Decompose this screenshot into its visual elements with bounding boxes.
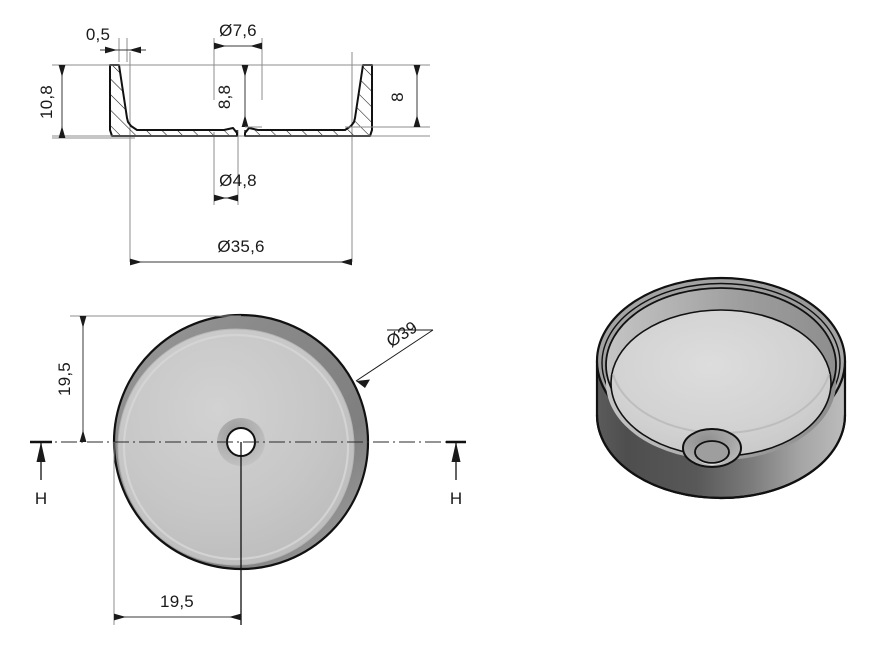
dimension-outer-diameter-section-label: Ø35,6 (217, 237, 264, 256)
section-extension-lines (52, 38, 430, 262)
dimension-wall-height-label: 8 (388, 92, 407, 102)
section-mark-right-label: H (450, 489, 462, 508)
dimension-plan-radius-vertical-label: 19,5 (55, 362, 74, 396)
dimension-drain-hole-diameter: Ø4,8 (214, 171, 257, 202)
dimension-wall-thickness-label: 0,5 (86, 25, 110, 44)
iso-drain-hole-bottom-edge (694, 451, 730, 464)
dimension-inner-bore-diameter: Ø7,6 (214, 21, 262, 50)
dimension-inner-depth: 8,8 (215, 65, 262, 128)
section-right-wall-solid (244, 64, 373, 137)
section-mark-right: H (446, 440, 466, 508)
dimension-overall-height: 10,8 (37, 65, 66, 138)
section-view: 0,5 Ø7,6 10,8 8,8 8 (37, 21, 430, 266)
iso-bottom-edge (595, 414, 847, 500)
dimension-plan-radius-horizontal-label: 19,5 (160, 592, 194, 611)
dimension-inner-bore-diameter-label: Ø7,6 (219, 21, 257, 40)
section-mark-left: H (30, 440, 52, 508)
dimension-drain-hole-diameter-label: Ø4,8 (219, 171, 257, 190)
dimension-outer-diameter-plan-label: Ø39 (383, 318, 421, 352)
isometric-view (595, 276, 847, 500)
dimension-wall-thickness: 0,5 (86, 25, 146, 54)
plan-inner-ring-highlight (122, 333, 350, 561)
plan-view: 19,5 19,5 Ø39 H H (30, 313, 466, 625)
dimension-outer-diameter-section: Ø35,6 (130, 237, 352, 266)
dimension-wall-height: 8 (388, 65, 421, 127)
dimension-plan-radius-vertical: 19,5 (55, 316, 87, 442)
dimension-plan-radius-horizontal: 19,5 (114, 592, 241, 621)
dimension-outer-diameter-plan: Ø39 (355, 318, 434, 388)
dimension-overall-height-label: 10,8 (37, 85, 56, 119)
dimension-inner-depth-label: 8,8 (215, 85, 234, 109)
section-mark-left-label: H (35, 489, 47, 508)
